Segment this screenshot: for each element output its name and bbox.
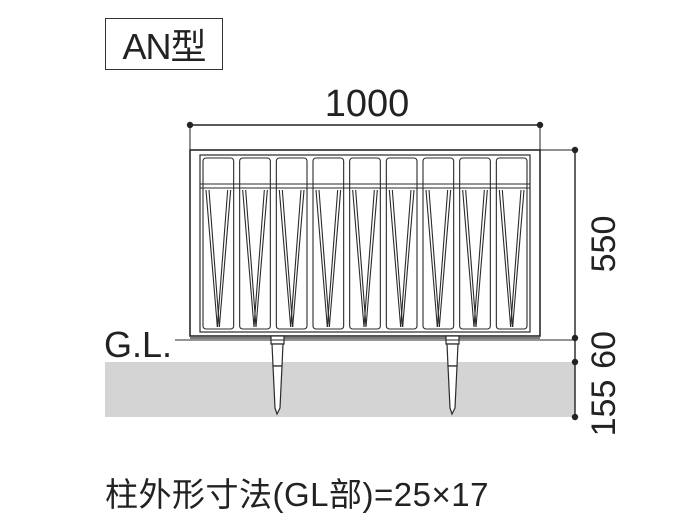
lattice-bay bbox=[239, 157, 271, 330]
lattice-bay bbox=[312, 157, 345, 330]
lattice-bay bbox=[495, 157, 528, 330]
lattice-bay bbox=[422, 157, 455, 330]
height-gap-label: 60 bbox=[585, 331, 623, 369]
type-label: AN型 bbox=[122, 26, 206, 67]
lattice-bay bbox=[275, 157, 308, 330]
post-dimension-caption: 柱外形寸法(GL部)=25×17 bbox=[105, 476, 489, 513]
lattice-bay bbox=[385, 157, 418, 330]
type-label-box: AN型 bbox=[105, 18, 223, 70]
fence-frame bbox=[189, 149, 541, 339]
lattice-bay bbox=[349, 157, 381, 330]
lattice-bay bbox=[202, 157, 235, 330]
depth-post-label: 155 bbox=[585, 380, 623, 437]
height-panel-label: 550 bbox=[585, 216, 623, 273]
ground-area bbox=[105, 362, 575, 417]
width-dimension-label: 1000 bbox=[325, 83, 410, 125]
width-dimension: 1000 bbox=[186, 83, 544, 152]
height-dimension: 550 60 155 bbox=[540, 146, 623, 437]
fence-lattice bbox=[202, 157, 528, 330]
lattice-bay bbox=[459, 157, 491, 330]
ground-label: G.L. bbox=[104, 324, 172, 365]
